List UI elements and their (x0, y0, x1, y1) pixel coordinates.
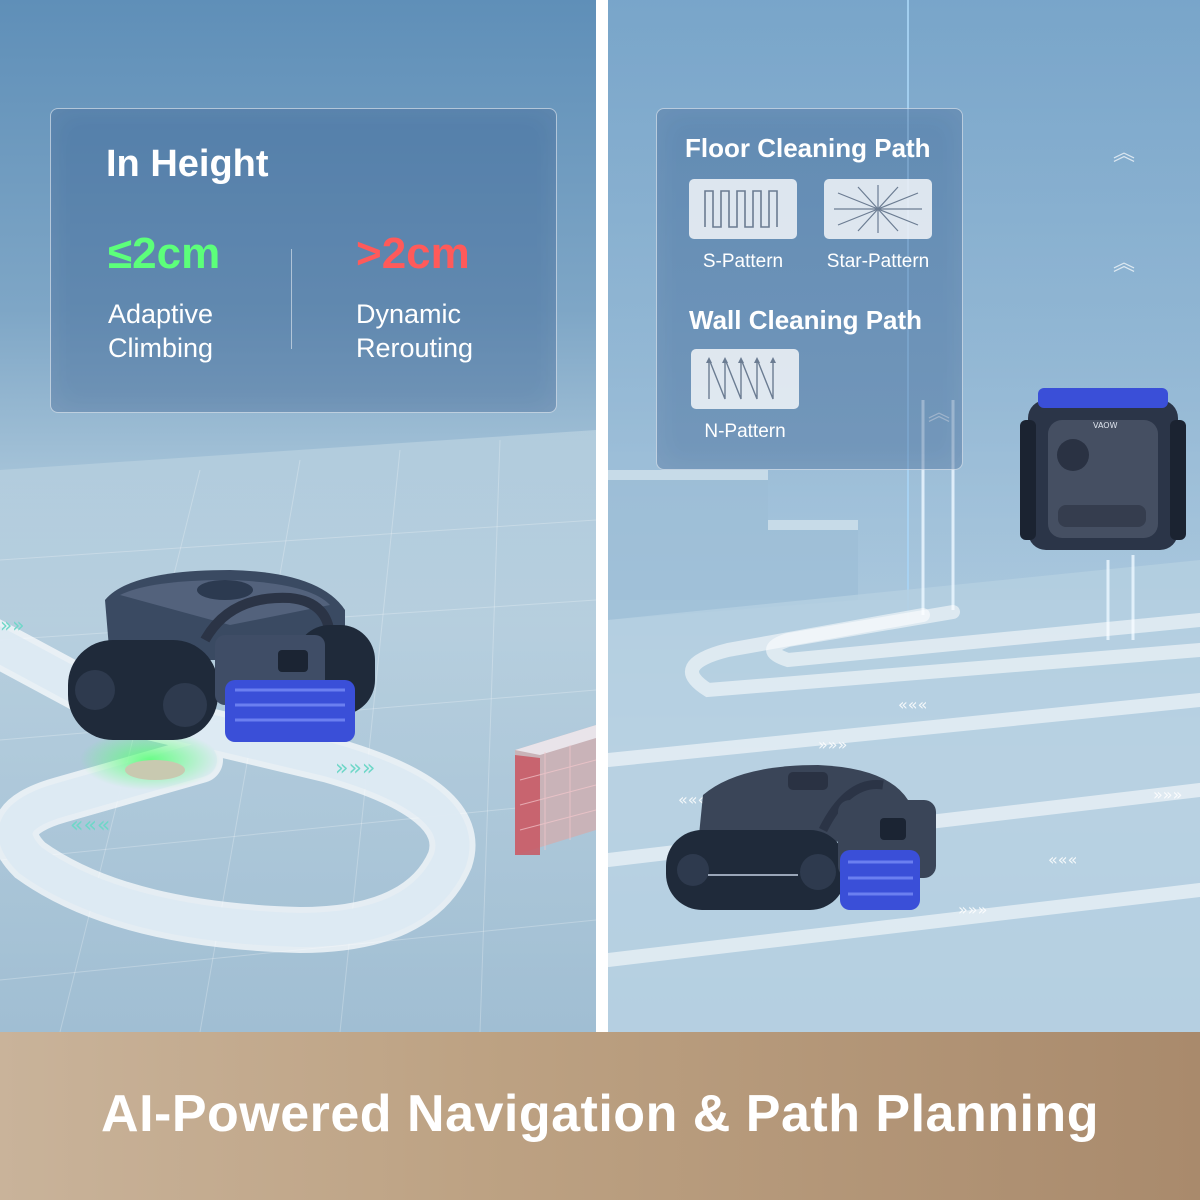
svg-text:»»»: »»» (1153, 785, 1182, 804)
metric-label-line: Rerouting (356, 333, 474, 363)
n-pattern-icon-graphic (706, 357, 776, 400)
metric-divider (291, 249, 292, 349)
headline-text: AI-Powered Navigation & Path Planning (101, 1085, 1099, 1143)
n-pattern-icon (691, 349, 799, 409)
star-pattern-label: Star-Pattern (826, 251, 930, 272)
s-pattern-icon-graphic (704, 190, 778, 228)
robot-brand-wall: VAOW (1093, 421, 1118, 430)
pool-robot-on-floor (666, 765, 936, 910)
left-panel-adaptive-climbing: »» »»» ««« (0, 0, 596, 1032)
svg-text:«««: ««« (1048, 850, 1077, 869)
metric-label: Adaptive Climbing (108, 297, 288, 365)
pool-robot-climbing (68, 570, 375, 780)
pool-steps (608, 470, 858, 620)
pool-corner-scene: ««« »»» »»» ««« »»» ««« ︽ ︽ ︽ (608, 0, 1200, 1032)
svg-text:»»»: »»» (335, 756, 375, 781)
svg-text:»»: »» (0, 613, 24, 637)
svg-text:»»»: »»» (958, 900, 987, 919)
obstacle-block (515, 725, 596, 855)
cleaning-path-card: Floor Cleaning Path S-Pattern (656, 108, 963, 470)
svg-text:︽: ︽ (1113, 251, 1135, 276)
metric-label-line: Climbing (108, 333, 214, 363)
right-panel-path-planning: ««« »»» »»» ««« »»» ««« ︽ ︽ ︽ (608, 0, 1200, 1032)
star-pattern-icon (824, 179, 932, 239)
svg-text:︽: ︽ (1113, 141, 1135, 166)
metric-value: ≤2cm (108, 229, 221, 278)
metric-value: >2cm (356, 229, 470, 278)
metric-adaptive-climbing: ≤2cm Adaptive Climbing (108, 229, 288, 365)
pool-robot-on-wall: VAOW (1020, 388, 1186, 550)
floor-direction-chevrons: ««« »»» »»» ««« »»» ««« (678, 695, 1182, 919)
svg-text:«««: ««« (898, 695, 927, 714)
metric-dynamic-rerouting: >2cm Dynamic Rerouting (356, 229, 536, 365)
s-pattern-icon (689, 179, 797, 239)
wall-cleaning-path-heading: Wall Cleaning Path (689, 305, 923, 335)
metric-label-line: Dynamic (356, 299, 462, 329)
path-direction-chevrons: »» »»» ««« (0, 613, 375, 838)
pool-floor-scene: »» »»» ««« (0, 430, 596, 1032)
panel-divider (596, 0, 608, 1032)
card-title: In Height (106, 143, 269, 185)
svg-text:«««: ««« (70, 813, 110, 838)
metric-label-line: Adaptive (108, 299, 214, 329)
svg-text:«««: ««« (678, 790, 707, 809)
floor-cleaning-path-heading: Floor Cleaning Path (685, 133, 931, 163)
star-pattern-icon-graphic (834, 185, 922, 233)
in-height-card: In Height ≤2cm Adaptive Climbing >2cm Dy… (50, 108, 557, 413)
metric-label: Dynamic Rerouting (356, 297, 536, 365)
svg-text:»»»: »»» (818, 735, 847, 754)
headline-banner: AI-Powered Navigation & Path Planning (0, 1032, 1200, 1200)
upward-chevrons: ︽ ︽ ︽ (928, 141, 1135, 426)
n-pattern-label: N-Pattern (704, 421, 786, 442)
s-pattern-label: S-Pattern (702, 251, 784, 272)
svg-text:︽: ︽ (928, 401, 950, 426)
green-glow-indicator (80, 730, 220, 790)
